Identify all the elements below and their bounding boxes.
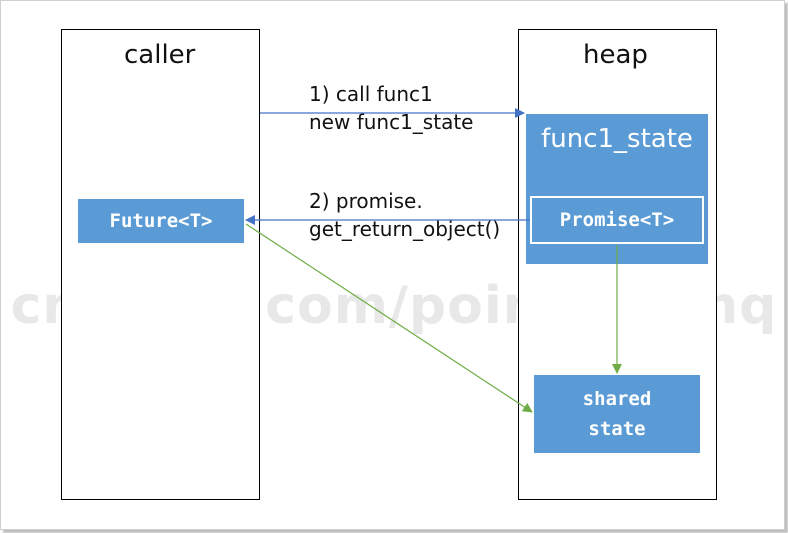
step2-line2: get_return_object() [309,217,501,241]
step1-line2: new func1_state [309,110,474,134]
shared-state-line2: state [588,418,646,440]
future-label: Future<T> [109,210,213,232]
caller-column [61,29,260,500]
future-box: Future<T> [78,199,244,243]
step2-line1: 2) promise. [309,189,423,213]
func1-state-box: func1_state Promise<T> [526,114,708,264]
func1-state-label: func1_state [541,124,693,154]
heap-title: heap [583,40,648,70]
promise-label: Promise<T> [559,209,675,231]
step1-label: 1) call func1 new func1_state [309,80,473,136]
caller-title: caller [124,40,196,70]
step2-label: 2) promise. get_return_object() [309,187,500,243]
promise-box: Promise<T> [530,196,704,244]
shared-state-line1: shared [582,388,652,410]
arrow-future-to-shared [245,223,533,413]
shared-state-box: shared state [534,375,700,453]
step1-line1: 1) call func1 [309,82,433,106]
